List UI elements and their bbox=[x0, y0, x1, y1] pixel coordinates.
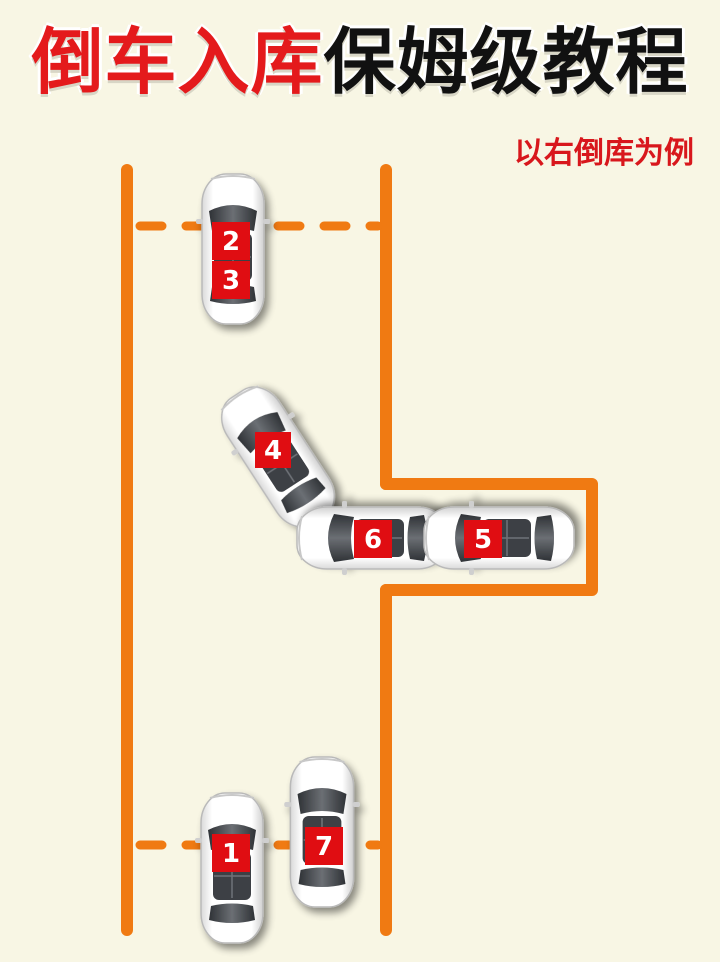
title-black-part: 保姆级教程 bbox=[322, 19, 689, 105]
badge-2: 2 bbox=[212, 222, 250, 260]
badge-6-label: 6 bbox=[364, 525, 382, 555]
badge-7: 7 bbox=[305, 827, 343, 865]
badge-7-label: 7 bbox=[315, 832, 333, 862]
badge-5-label: 5 bbox=[474, 525, 492, 555]
page-title: 倒车入库保姆级教程 bbox=[0, 14, 720, 110]
badge-4-label: 4 bbox=[264, 436, 282, 466]
subtitle: 以右倒库为例 bbox=[514, 136, 694, 171]
title-red-part: 倒车入库 bbox=[30, 19, 324, 105]
badge-5: 5 bbox=[464, 520, 502, 558]
badge-1: 1 bbox=[212, 834, 250, 872]
badge-3-label: 3 bbox=[222, 266, 240, 296]
badge-1-label: 1 bbox=[222, 839, 240, 869]
badges: 2 3 4 6 5 1 7 bbox=[212, 222, 502, 872]
badge-6: 6 bbox=[354, 520, 392, 558]
badge-2-label: 2 bbox=[222, 227, 240, 257]
badge-3: 3 bbox=[212, 261, 250, 299]
badge-4: 4 bbox=[255, 432, 291, 468]
garage-outline bbox=[380, 478, 598, 596]
